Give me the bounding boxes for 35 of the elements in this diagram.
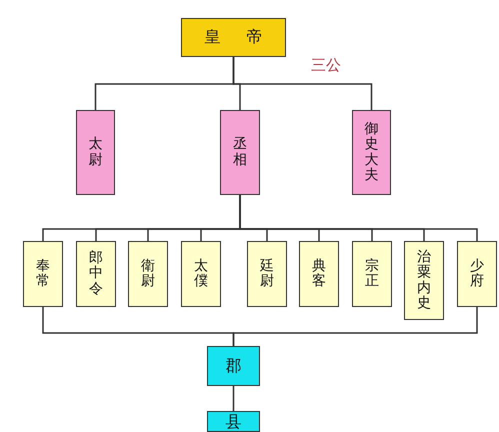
office-title: 郎中令 <box>89 250 103 298</box>
office-title: 郡 <box>226 357 242 374</box>
office-title: 典客 <box>312 258 326 290</box>
office-title: 少府 <box>470 258 484 290</box>
org-chart-box <box>247 241 287 307</box>
org-chart-box <box>457 241 497 307</box>
org-chart-box <box>207 411 260 432</box>
org-chart-box <box>207 346 260 386</box>
org-chart-box <box>220 110 260 195</box>
office-title: 皇帝 <box>204 27 288 48</box>
office-title: 宗正 <box>365 258 379 290</box>
org-chart-box <box>299 241 339 307</box>
office-title: 廷尉 <box>260 258 274 290</box>
office-title: 奉常 <box>36 258 50 290</box>
org-chart-box <box>352 241 392 307</box>
group-label: 三公 <box>311 56 341 75</box>
org-chart-box <box>181 241 221 307</box>
connector-line <box>232 386 234 411</box>
connector-line <box>232 57 372 110</box>
org-chart-box <box>404 241 444 320</box>
office-title: 县 <box>226 413 242 430</box>
office-title: 太僕 <box>194 258 208 290</box>
office-title: 御史大夫 <box>364 122 378 184</box>
org-chart-box <box>128 241 168 307</box>
office-title: 治粟内史 <box>417 250 431 312</box>
connector-line <box>239 195 478 241</box>
office-title: 衛尉 <box>141 258 155 290</box>
office-title: 丞相 <box>233 137 247 168</box>
org-chart-box <box>23 241 63 307</box>
org-chart-box <box>76 110 115 195</box>
org-chart-box <box>181 18 286 57</box>
org-chart-box <box>352 110 391 195</box>
connector-line <box>232 307 478 346</box>
office-title: 太尉 <box>88 137 102 168</box>
org-chart-box <box>76 241 116 307</box>
